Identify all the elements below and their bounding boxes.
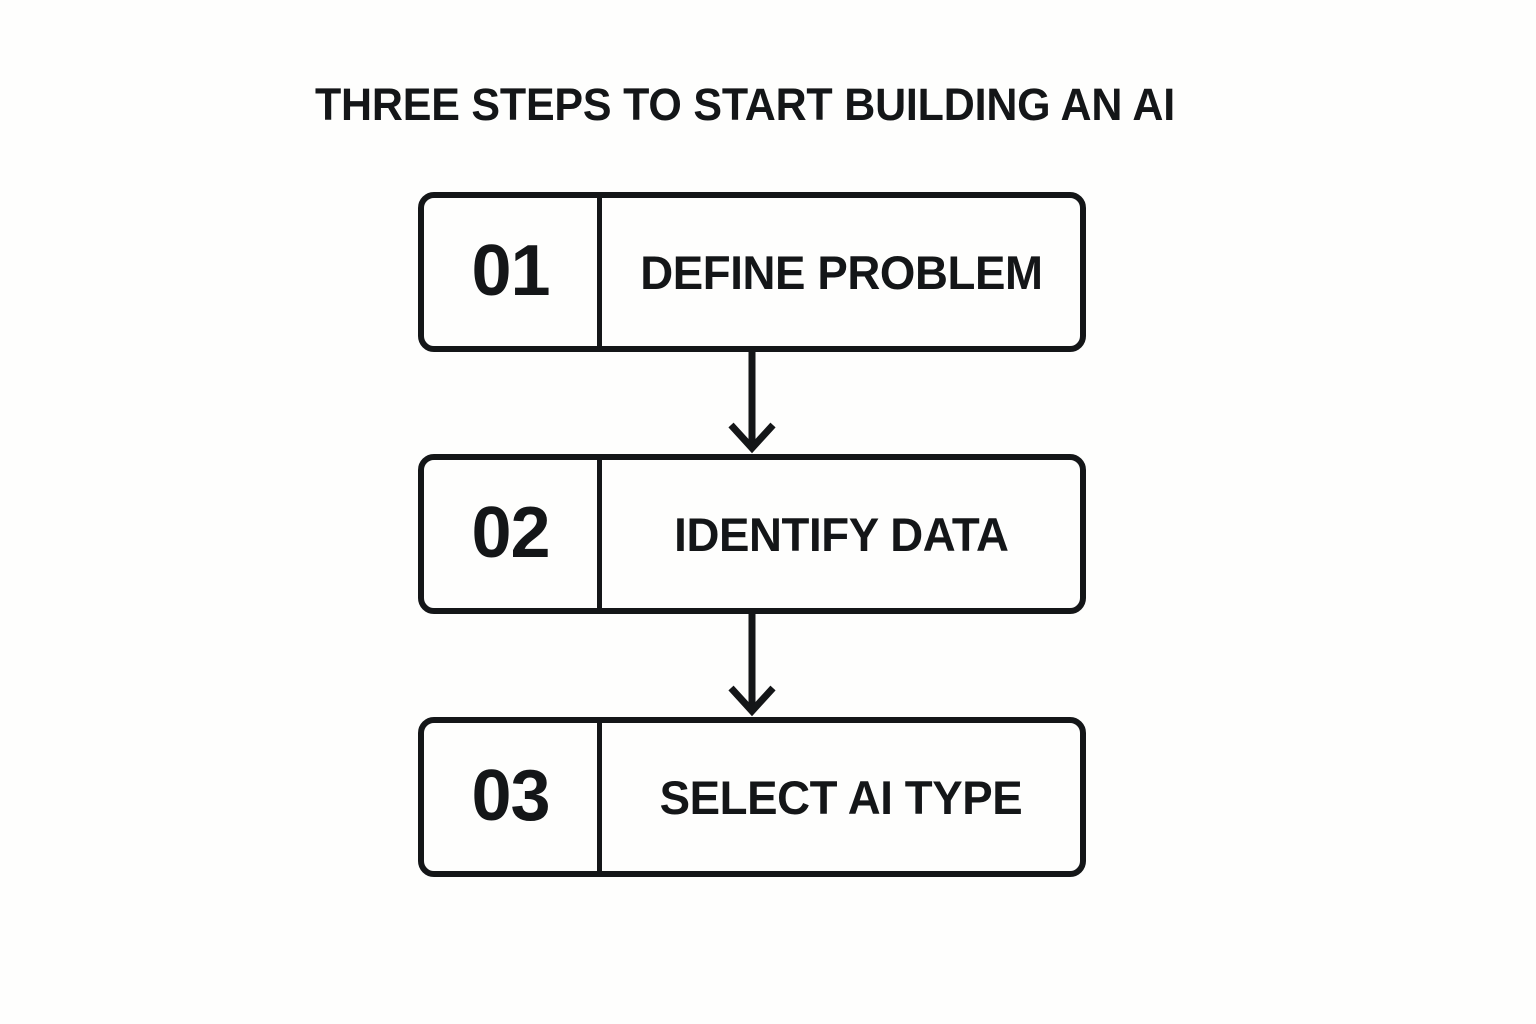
step-number-cell-3: 03 [424,723,602,871]
arrow-down-icon [728,614,776,717]
step-number-2: 02 [471,493,550,573]
step-label-cell-3: SELECT AI TYPE [602,723,1080,871]
step-box-1[interactable]: 01 DEFINE PROBLEM [418,192,1086,352]
step-label-1: DEFINE PROBLEM [639,245,1043,299]
step-label-2: IDENTIFY DATA [673,507,1009,561]
step-number-1: 01 [471,231,550,311]
step-number-cell-1: 01 [424,198,602,346]
connector-1-2 [418,352,1086,454]
arrow-down-icon [728,352,776,454]
step-box-2[interactable]: 02 IDENTIFY DATA [418,454,1086,614]
step-label-cell-2: IDENTIFY DATA [602,460,1080,608]
page-title: THREE STEPS TO START BUILDING AN AI [314,79,1176,130]
step-label-3: SELECT AI TYPE [659,770,1023,824]
connector-2-3 [418,614,1086,717]
step-number-3: 03 [471,756,550,836]
step-number-cell-2: 02 [424,460,602,608]
step-label-cell-1: DEFINE PROBLEM [602,198,1080,346]
step-box-3[interactable]: 03 SELECT AI TYPE [418,717,1086,877]
flow-chart: 01 DEFINE PROBLEM 02 IDENTIFY DATA [418,192,1086,877]
